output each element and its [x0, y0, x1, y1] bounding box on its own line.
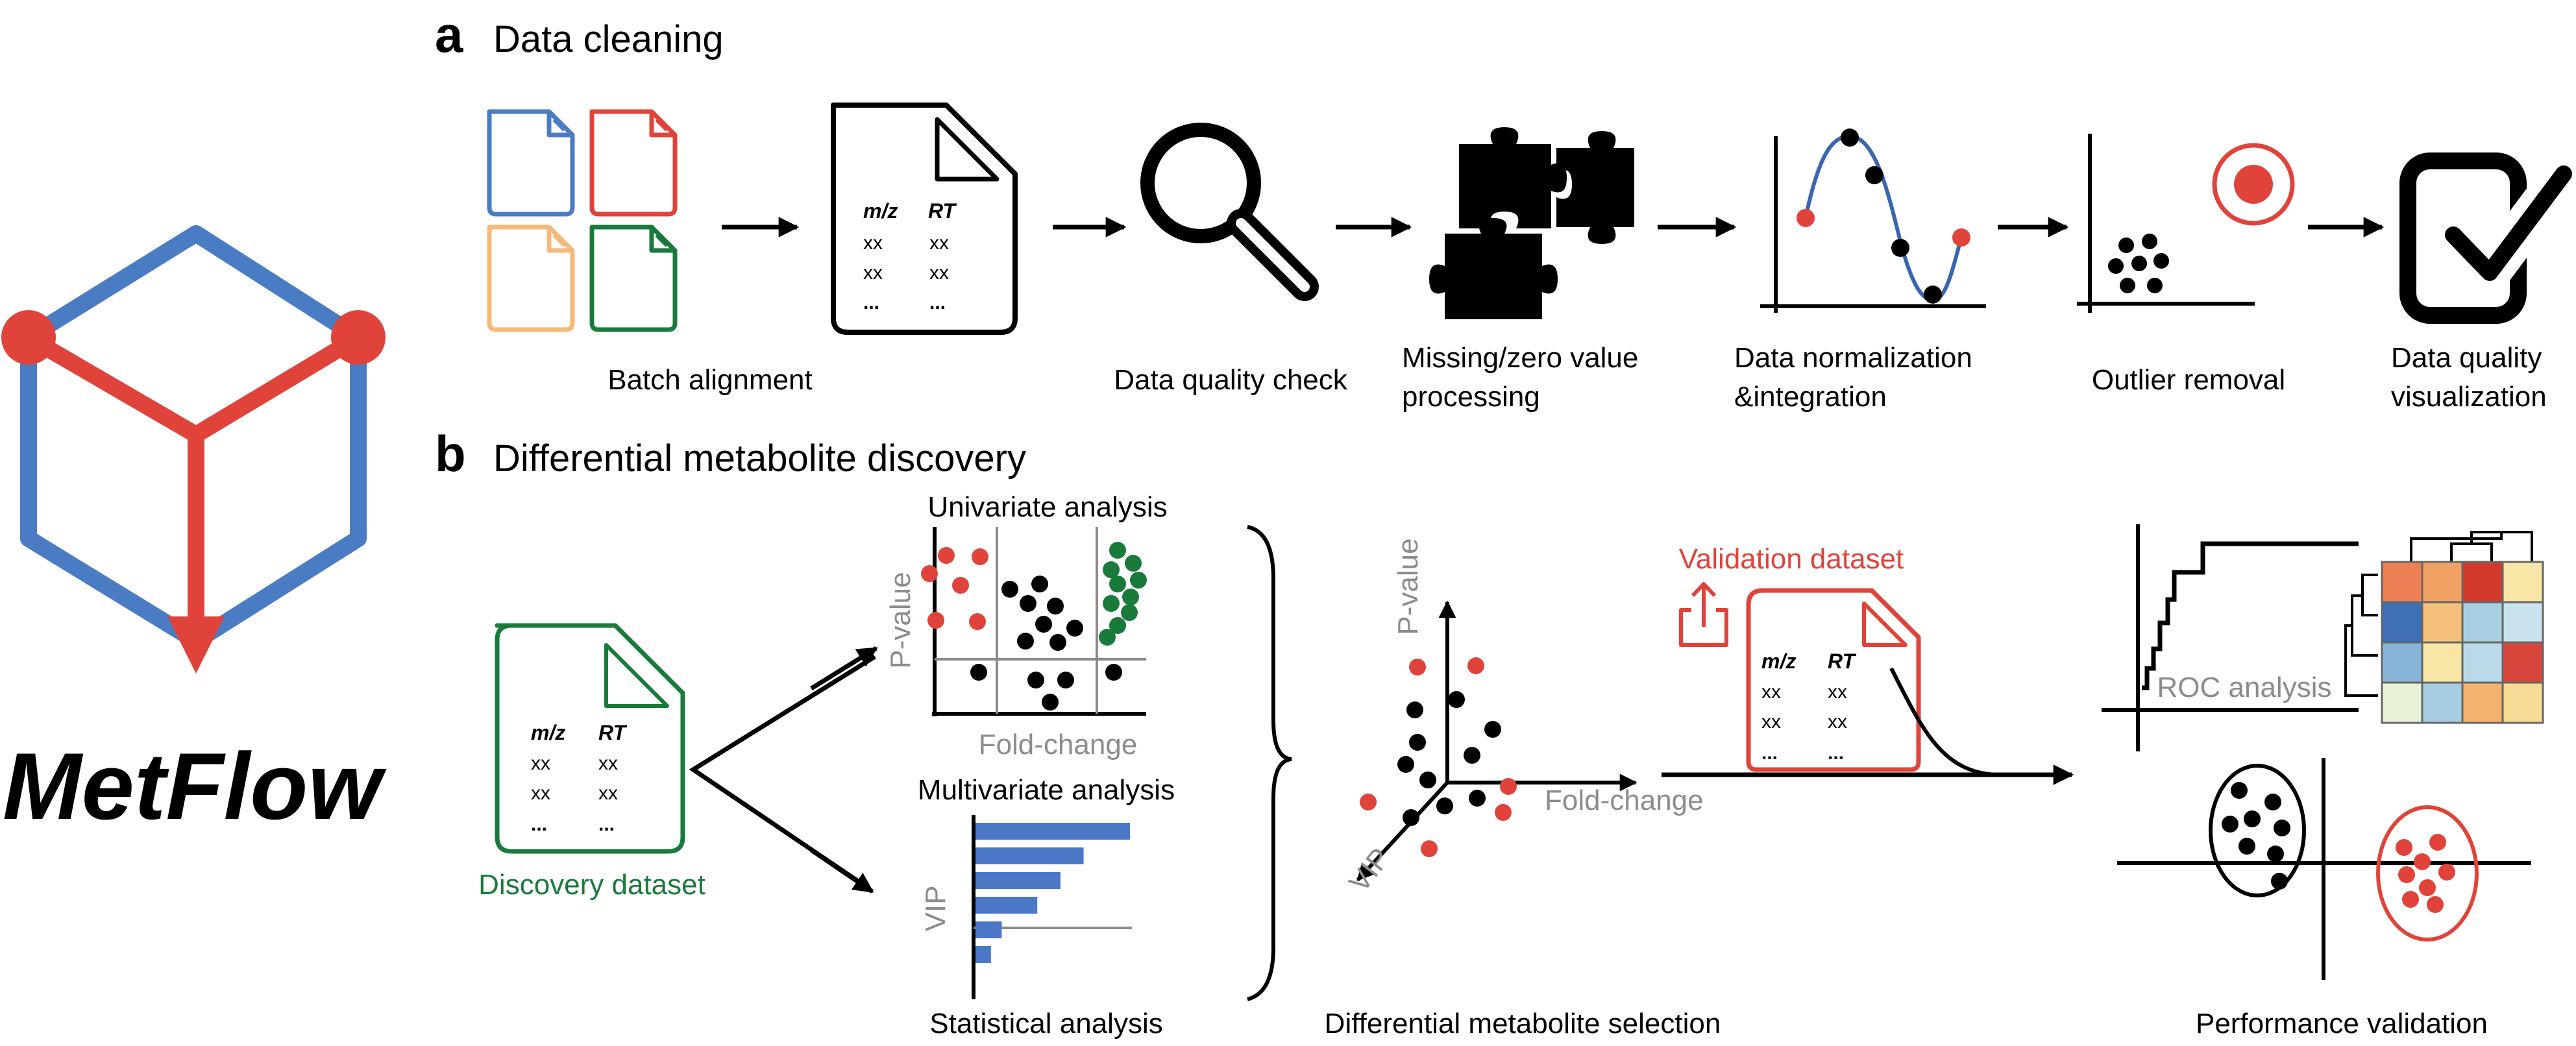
table-cell: ... — [1761, 742, 1778, 764]
vip-bar — [975, 847, 1084, 864]
step-label-batch-alignment: Batch alignment — [607, 364, 813, 396]
heatmap-cell — [2461, 561, 2504, 603]
vip-ylabel: VIP — [920, 886, 951, 932]
step-label-normalization: &integration — [1734, 381, 1887, 413]
branch-arrows — [689, 646, 878, 894]
checkbox-icon — [2399, 152, 2576, 324]
magnifier-icon — [1140, 123, 1319, 301]
heatmap-cell — [2421, 561, 2464, 603]
step-label-missing-value: Missing/zero value — [1402, 342, 1638, 374]
outlier-icon — [2077, 134, 2295, 313]
share-icon — [1679, 582, 1728, 647]
vip-bar — [975, 946, 991, 963]
section-a: a Data cleaning m/z — [435, 6, 2576, 413]
roc-plot — [2102, 524, 2359, 751]
brace — [1247, 525, 1292, 1001]
puzzle-icon — [1429, 127, 1634, 319]
roc-label: ROC analysis — [2157, 672, 2332, 703]
table-cell: ... — [598, 814, 615, 835]
table-cell: xx — [1761, 711, 1781, 733]
table-cell: xx — [863, 232, 883, 254]
table-cell: xx — [598, 783, 618, 804]
table-cell: xx — [929, 232, 949, 254]
table-header-mz: m/z — [863, 199, 898, 223]
vip-bar — [975, 823, 1130, 840]
heatmap-cell — [2421, 681, 2464, 724]
table-header-mz: m/z — [531, 721, 565, 744]
decay-curve — [1889, 667, 1997, 777]
heatmap-cell — [2381, 601, 2423, 644]
volcano-plot — [921, 527, 1147, 716]
table-cell: xx — [1761, 681, 1781, 703]
vip-bar — [975, 897, 1038, 914]
table-cell: ... — [863, 292, 879, 313]
table-header-rt: RT — [928, 199, 957, 223]
table-cell: xx — [531, 753, 550, 774]
sine-curve-icon — [1760, 128, 1986, 313]
heatmap-cell — [2501, 561, 2544, 603]
differential-selection-label: Differential metabolite selection — [1325, 1008, 1721, 1040]
univariate-title: Univariate analysis — [927, 491, 1167, 523]
table-cell: xx — [1828, 711, 1847, 733]
heatmap-cell — [2501, 601, 2544, 644]
dendrogram — [2344, 531, 2533, 697]
validation-dataset-document: m/z RT xx xx xx xx ... ... — [1746, 588, 1921, 772]
volcano-xlabel: Fold-change — [979, 729, 1138, 760]
heatmap-cell — [2421, 641, 2464, 684]
section-b-letter: b — [435, 425, 466, 482]
heatmap-cell — [2501, 681, 2544, 724]
table-cell: xx — [531, 783, 550, 804]
cube-icon — [1, 225, 386, 674]
discovery-dataset-label: Discovery dataset — [478, 869, 705, 901]
step-label-quality-visualization: Data quality — [2391, 342, 2542, 374]
table-header-rt: RT — [598, 721, 628, 744]
table-cell: xx — [863, 262, 883, 284]
multivariate-title: Multivariate analysis — [918, 774, 1175, 806]
volcano-ylabel: P-value — [885, 572, 916, 668]
heatmap — [2344, 531, 2544, 724]
logo-text: MetFlow — [3, 733, 387, 839]
heatmap-cell — [2381, 641, 2423, 684]
step-label-normalization: Data normalization — [1734, 342, 1972, 374]
heatmap-cell — [2501, 641, 2544, 684]
section-a-letter: a — [435, 6, 463, 63]
section-b: b Differential metabolite discovery m/z … — [435, 425, 2544, 1040]
section-a-title: Data cleaning — [493, 18, 724, 60]
heatmap-cell — [2461, 681, 2504, 724]
table-header-rt: RT — [1828, 650, 1857, 673]
selection-axis-vip: VIP — [1343, 842, 1396, 898]
heatmap-cell — [2421, 601, 2464, 644]
heatmap-cell — [2461, 641, 2504, 684]
table-cell: ... — [531, 814, 547, 835]
table-header-mz: m/z — [1761, 650, 1796, 673]
table-cell: xx — [598, 753, 618, 774]
files-icon — [487, 109, 678, 332]
vip-bar — [975, 872, 1061, 889]
step-label-outlier-removal: Outlier removal — [2092, 364, 2285, 396]
step-label-quality-visualization: visualization — [2391, 381, 2547, 413]
heatmap-cell — [2461, 601, 2504, 644]
validation-dataset-label: Validation dataset — [1679, 543, 1904, 575]
heatmap-cell — [2381, 561, 2423, 603]
vip-bar-chart — [972, 815, 1132, 999]
step-label-data-quality-check: Data quality check — [1114, 364, 1348, 396]
discovery-dataset-document: m/z RT xx xx xx xx ... ... — [495, 623, 685, 854]
statistical-analysis-label: Statistical analysis — [929, 1008, 1162, 1040]
metflow-logo: MetFlow — [1, 225, 387, 839]
3d-scatter-plot — [1356, 600, 1638, 882]
score-plot — [2117, 758, 2531, 980]
table-cell: ... — [929, 292, 946, 313]
vip-bar — [975, 921, 1002, 938]
heatmap-cell — [2381, 681, 2423, 724]
section-b-title: Differential metabolite discovery — [493, 437, 1026, 480]
table-cell: xx — [1828, 681, 1847, 703]
aligned-table-document: m/z RT xx xx xx xx ... ... — [831, 103, 1018, 335]
selection-axis-foldchange: Fold-change — [1545, 784, 1704, 816]
table-cell: ... — [1828, 742, 1844, 764]
table-cell: xx — [929, 262, 949, 284]
step-label-missing-value: processing — [1402, 381, 1540, 413]
performance-validation-label: Performance validation — [2196, 1008, 2488, 1040]
selection-axis-pvalue: P-value — [1392, 538, 1424, 635]
